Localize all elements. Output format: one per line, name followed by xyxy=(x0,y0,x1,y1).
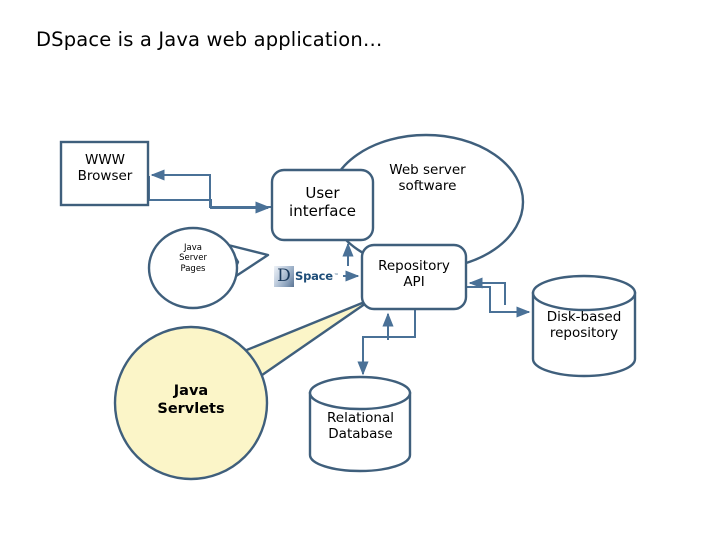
connector-browser-to-ui xyxy=(255,201,270,213)
dspace-logo-letter: D xyxy=(274,265,294,287)
node-java-servlets[interactable] xyxy=(113,297,374,481)
node-java-server-pages[interactable] xyxy=(147,226,270,310)
node-relational-database[interactable] xyxy=(308,375,412,473)
connector-disk-to-api xyxy=(468,277,506,305)
dspace-logo: D Space ™ xyxy=(274,265,342,287)
node-repository-api[interactable] xyxy=(360,243,468,311)
node-user-interface[interactable] xyxy=(270,168,375,242)
page-title: DSpace is a Java web application… xyxy=(36,28,383,51)
connector-browser-to-ui-line xyxy=(148,176,270,214)
connector-api-to-disk xyxy=(466,286,531,318)
dspace-logo-word: Space xyxy=(295,269,333,283)
dspace-logo-trademark: ™ xyxy=(333,273,339,279)
connector-group xyxy=(148,169,531,376)
node-www-browser[interactable] xyxy=(59,140,150,207)
node-disk-based-repository[interactable] xyxy=(531,274,637,378)
